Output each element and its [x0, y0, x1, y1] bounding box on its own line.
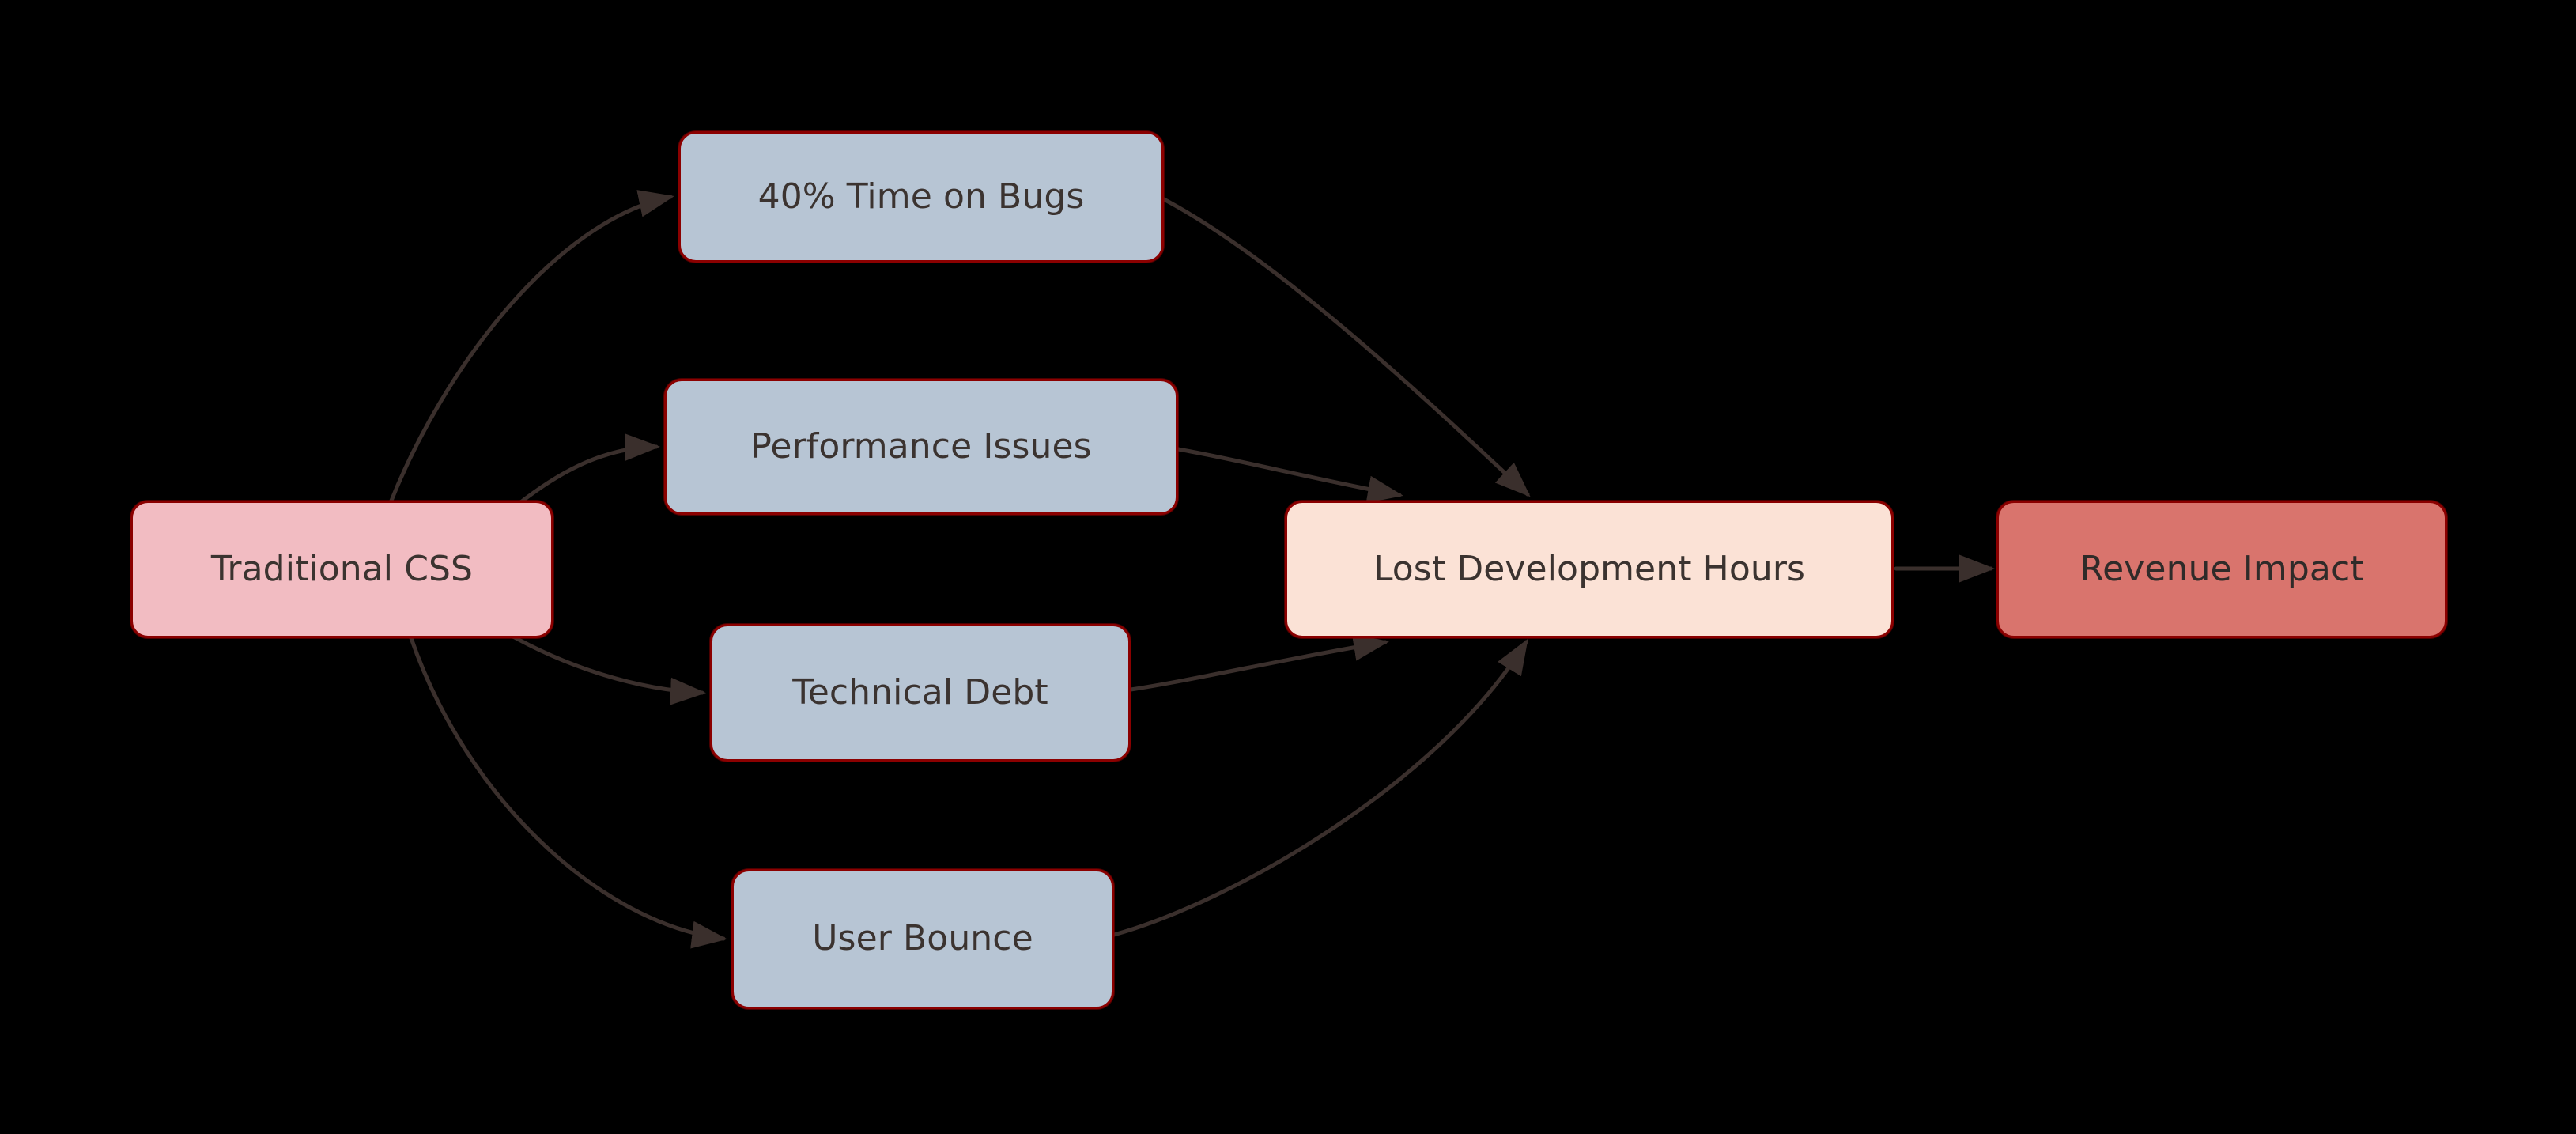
edge-traditional-css-to-time-on-bugs [389, 190, 674, 503]
node-time-on-bugs[interactable]: 40% Time on Bugs [678, 131, 1164, 263]
node-traditional-css[interactable]: Traditional CSS [130, 501, 553, 638]
edge-time-on-bugs-to-lost-development-hours [1161, 197, 1531, 497]
node-label-user-bounce: User Bounce [812, 918, 1033, 959]
edge-traditional-css-to-user-bounce [409, 636, 727, 949]
edge-user-bounce-to-lost-development-hours [1112, 638, 1528, 937]
node-technical-debt[interactable]: Technical Debt [710, 624, 1131, 762]
node-revenue-impact[interactable]: Revenue Impact [1996, 501, 2447, 638]
node-label-performance-issues: Performance Issues [750, 425, 1092, 467]
node-label-revenue-impact: Revenue Impact [2079, 548, 2364, 589]
node-performance-issues[interactable]: Performance Issues [664, 379, 1178, 515]
node-label-traditional-css: Traditional CSS [210, 548, 474, 589]
node-lost-development-hours[interactable]: Lost Development Hours [1285, 501, 1894, 638]
node-user-bounce[interactable]: User Bounce [731, 869, 1114, 1009]
node-label-lost-development-hours: Lost Development Hours [1373, 548, 1806, 589]
node-label-time-on-bugs: 40% Time on Bugs [757, 176, 1085, 217]
edge-technical-debt-to-lost-development-hours [1128, 633, 1389, 692]
edge-traditional-css-to-technical-debt [504, 630, 706, 705]
node-label-technical-debt: Technical Debt [792, 671, 1048, 713]
edge-performance-issues-to-lost-development-hours [1176, 447, 1403, 504]
